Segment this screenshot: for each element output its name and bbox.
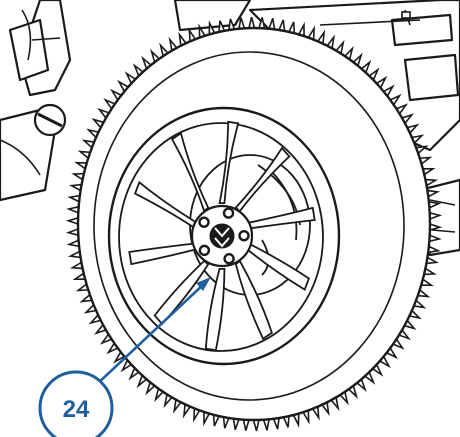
callout-badge: 24	[38, 370, 114, 437]
hub-bolt	[238, 229, 250, 242]
hub-bolt	[222, 207, 235, 219]
spoke	[153, 259, 210, 326]
hub-bolt	[198, 244, 211, 257]
wheel-spokes	[128, 120, 316, 352]
callout-number: 24	[63, 396, 90, 423]
spoke	[234, 146, 291, 213]
tread-tooth	[65, 227, 80, 237]
tread-tooth	[237, 17, 246, 30]
hub-bolt	[198, 216, 210, 228]
spoke	[234, 259, 273, 341]
spoke	[218, 120, 240, 205]
spoke	[128, 242, 199, 266]
adjustment-knob	[33, 103, 67, 137]
spoke	[133, 180, 199, 231]
callout-arrow	[95, 277, 211, 386]
hub-bolt	[223, 253, 235, 265]
tread-tooth	[247, 17, 256, 29]
tread-tooth	[242, 418, 251, 431]
hub-bolts	[198, 207, 250, 265]
tread-tooth	[65, 216, 79, 226]
spoke	[245, 206, 316, 230]
tread-tooth	[252, 419, 261, 431]
spoke	[245, 242, 311, 291]
tread-tooth	[262, 418, 271, 431]
spoke	[170, 131, 210, 213]
spoke	[204, 267, 226, 352]
